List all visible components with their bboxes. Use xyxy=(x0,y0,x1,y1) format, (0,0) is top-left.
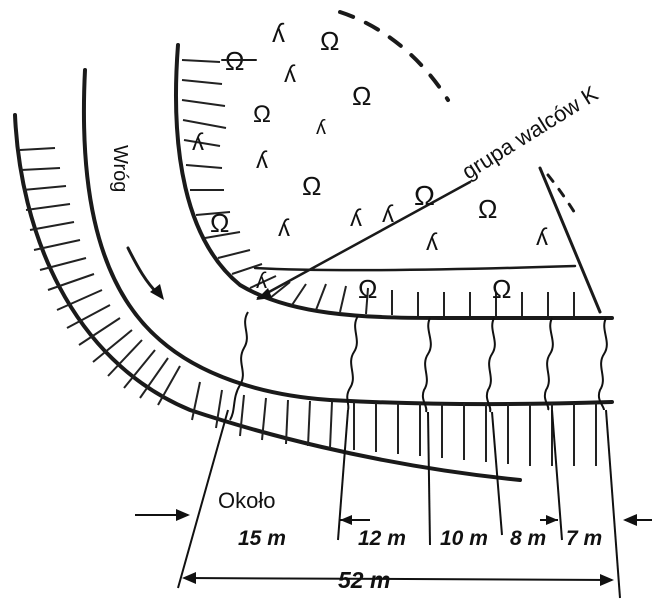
group-leader-line xyxy=(256,180,472,300)
obstacle-omega-symbol: Ω xyxy=(352,81,371,111)
dimension-15m: 15 m xyxy=(238,527,286,550)
enemy-label: Wróg xyxy=(109,145,131,192)
wire-entanglement-lines xyxy=(229,311,608,421)
obstacle-omega-symbol: Ω xyxy=(210,208,229,238)
obstacle-lambda-symbol: ʎ xyxy=(256,268,267,293)
wire-line-6 xyxy=(597,317,608,411)
enemy-direction-arrow xyxy=(126,246,160,296)
wire-line-5 xyxy=(543,317,554,411)
obstacle-omega-symbol: Ω xyxy=(253,101,271,128)
approx-label: Około xyxy=(218,488,275,513)
dimension-12m: 12 m xyxy=(358,527,406,550)
wire-line-2 xyxy=(346,315,359,411)
dashed-right-arc xyxy=(546,173,580,220)
obstacle-lambda-symbol: ʎ xyxy=(316,117,326,139)
obstacle-lambda-symbol: ʎ xyxy=(284,61,296,88)
inner-hatch-band xyxy=(181,59,575,316)
obstacle-lambda-symbol: ʎ xyxy=(272,18,285,48)
right-edge-line xyxy=(538,166,602,314)
obstacle-omega-symbol: Ω xyxy=(478,194,497,224)
obstacle-omega-symbol: Ω xyxy=(302,171,321,201)
obstacle-symbols: Ω Ω Ω Ω Ω Ω Ω Ω Ω Ω ʎ ʎ ʎ ʎ ʎ ʎ ʎ ʎ ʎ ʎ … xyxy=(192,18,548,304)
obstacle-omega-symbol: Ω xyxy=(492,274,511,304)
obstacle-lambda-symbol: ʎ xyxy=(536,224,548,251)
obstacle-lambda-symbol: ʎ xyxy=(192,129,204,156)
dimension-arrowheads xyxy=(176,509,637,586)
wire-line-4 xyxy=(485,317,496,413)
leader-arrowhead xyxy=(256,288,272,300)
dimension-7m: 7 m xyxy=(566,527,602,550)
outer-hatch-band xyxy=(19,147,181,406)
dimension-10m: 10 m xyxy=(440,527,488,550)
obstacle-omega-symbol: Ω xyxy=(358,274,377,304)
obstacle-omega-symbol: Ω xyxy=(320,26,339,56)
dimension-8m: 8 m xyxy=(510,527,546,550)
wire-line-1 xyxy=(229,311,249,421)
obstacle-lambda-symbol: ʎ xyxy=(382,201,394,228)
obstacle-lambda-symbol: ʎ xyxy=(256,147,268,174)
field-lower-edge xyxy=(253,264,577,272)
dimension-total-52m: 52 m xyxy=(338,567,390,593)
wire-line-3 xyxy=(421,317,432,413)
obstacle-lambda-symbol: ʎ xyxy=(350,205,362,232)
obstacle-omega-symbol: Ω xyxy=(414,180,435,211)
obstacle-lambda-symbol: ʎ xyxy=(426,229,438,256)
outer-boundary-line xyxy=(13,113,522,482)
inner-boundary-line xyxy=(174,43,614,321)
group-label: grupa walców K xyxy=(457,81,602,185)
obstacle-lambda-symbol: ʎ xyxy=(278,215,290,242)
dashed-upper-arc xyxy=(338,10,450,102)
enemy-arrowhead xyxy=(150,284,164,300)
middle-boundary-line xyxy=(81,68,614,407)
middle-hatch-band xyxy=(191,381,597,466)
